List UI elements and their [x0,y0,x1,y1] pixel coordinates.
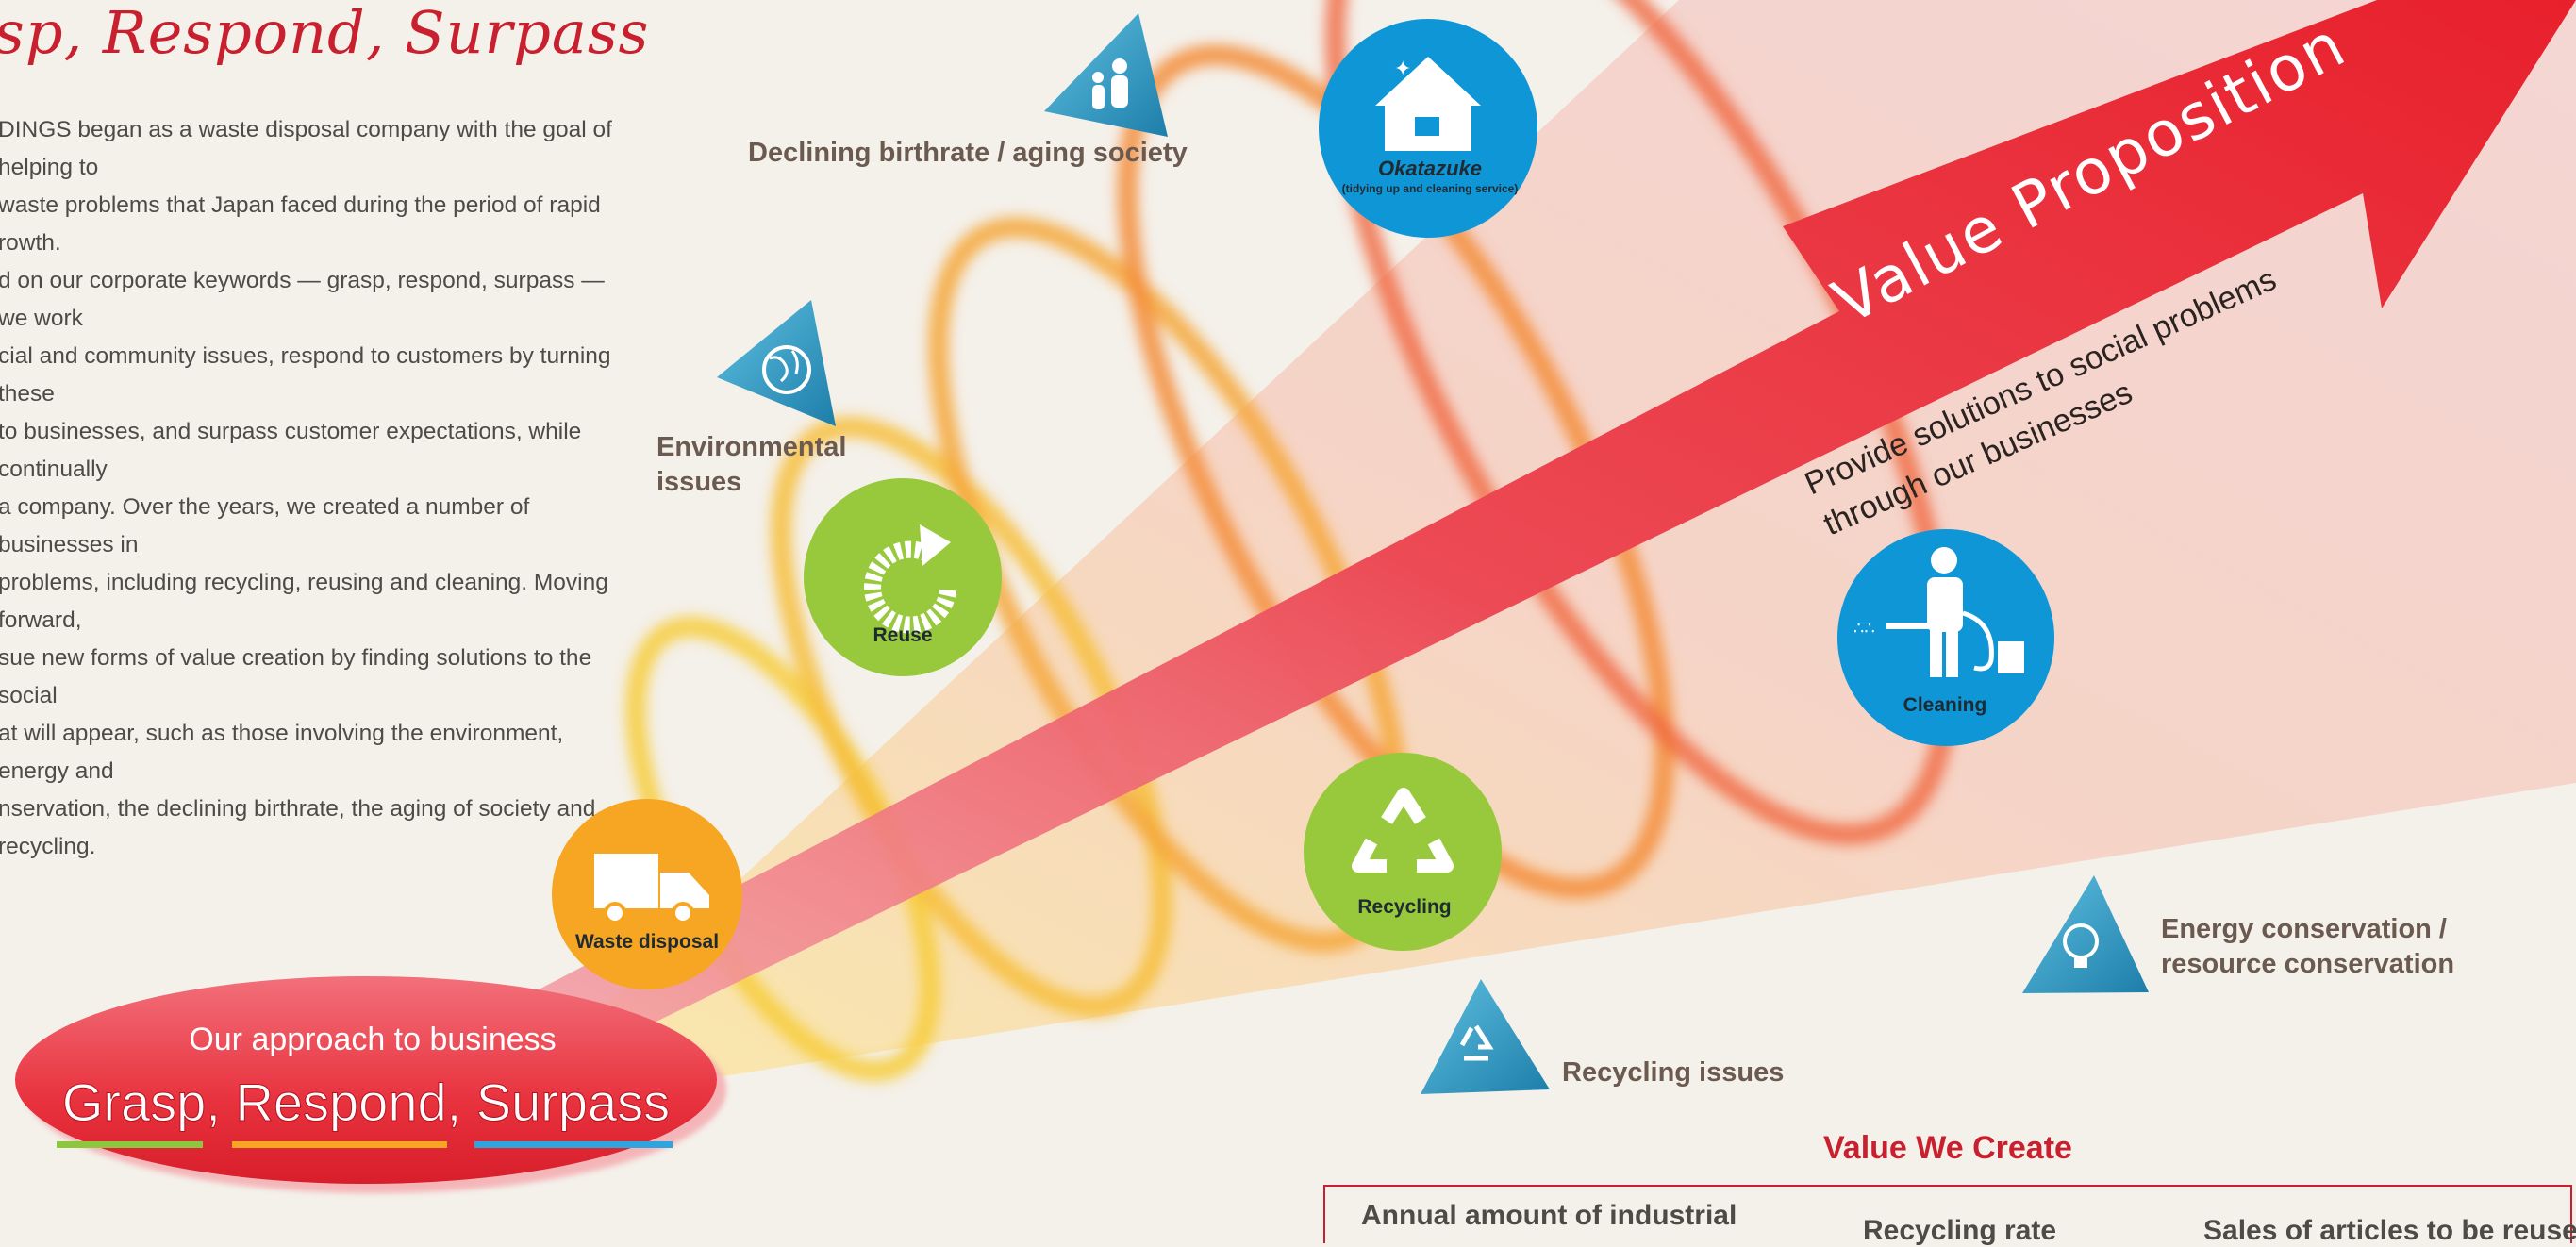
intro-line: problems, including recycling, reusing a… [0,570,608,633]
value-col-industrial: Annual amount of industrial [1361,1200,1737,1231]
cleaning-circle: ∴∴ [1837,529,2054,746]
issue-energy-label: Energy conservation / resource conservat… [2161,912,2454,982]
intro-line: nservation, the declining birthrate, the… [0,796,596,859]
issue-aging-label: Declining birthrate / aging society [748,138,1188,168]
issue-environment-label: Environmental issues [656,430,846,500]
reuse-circle [804,478,1002,676]
house-icon [1375,57,1481,106]
value-we-create-heading: Value We Create [1823,1130,2072,1166]
waste-disposal-label: Waste disposal [575,931,719,953]
underline-green [57,1141,203,1148]
environment-triangle [717,300,836,426]
reuse-label: Reuse [873,624,932,646]
svg-text:∴∴: ∴∴ [1853,619,1875,639]
okatazuke-sub-label: (tidying up and cleaning service) [1342,182,1519,195]
page-title: sp, Respond, Surpass [0,0,650,67]
energy-triangle [2022,875,2149,993]
cleaner-icon [1931,547,1957,574]
reuse-icon [864,540,956,634]
intro-line: to businesses, and surpass customer expe… [0,419,582,482]
sparkle-icon: ✦ [1394,58,1411,81]
lightbulb-icon [2063,923,2099,959]
recycle-icon [1352,788,1454,873]
recycling-label: Recycling [1357,896,1451,918]
issue-recycling-label: Recycling issues [1562,1057,1785,1088]
approach-pill [15,976,726,1193]
elderly-icon [1112,58,1127,74]
value-arrow [519,0,2576,1047]
recycle-small-icon [1459,1024,1494,1061]
intro-text: DINGS began as a waste disposal company … [0,111,640,866]
approach-keywords: Grasp, Respond, Surpass [62,1072,670,1132]
underline-blue [474,1141,673,1148]
intro-line: rowth. [0,230,61,256]
intro-line: a company. Over the years, we created a … [0,494,530,557]
value-col-reuse-sales: Sales of articles to be reused [2203,1215,2576,1246]
recycling-triangle [1421,979,1550,1094]
garbage-truck-icon [594,854,658,908]
underline-orange [232,1141,447,1148]
issue-environment-line2: issues [656,467,742,497]
intro-line: cial and community issues, respond to cu… [0,343,611,407]
intro-line: d on our corporate keywords — grasp, res… [0,268,605,331]
intro-line: sue new forms of value creation by findi… [0,645,592,708]
issue-energy-line1: Energy conservation / [2161,914,2447,944]
value-we-create-box [1323,1185,2572,1243]
globe-icon [762,345,811,394]
cleaning-label: Cleaning [1903,694,1987,716]
intro-line: at will appear, such as those involving … [0,721,564,784]
intro-line: DINGS began as a waste disposal company … [0,117,612,180]
okatazuke-circle: ✦ [1319,19,1537,238]
aging-triangle [1044,13,1168,137]
value-col-recycling-rate: Recycling rate [1863,1215,2057,1246]
okatazuke-label: Okatazuke [1378,157,1482,180]
approach-heading: Our approach to business [189,1022,556,1057]
issue-energy-line2: resource conservation [2161,949,2455,979]
issue-environment-line1: Environmental [656,432,847,462]
waste-disposal-circle [552,799,742,989]
recycling-circle [1304,753,1502,951]
intro-line: waste problems that Japan faced during t… [0,192,601,218]
